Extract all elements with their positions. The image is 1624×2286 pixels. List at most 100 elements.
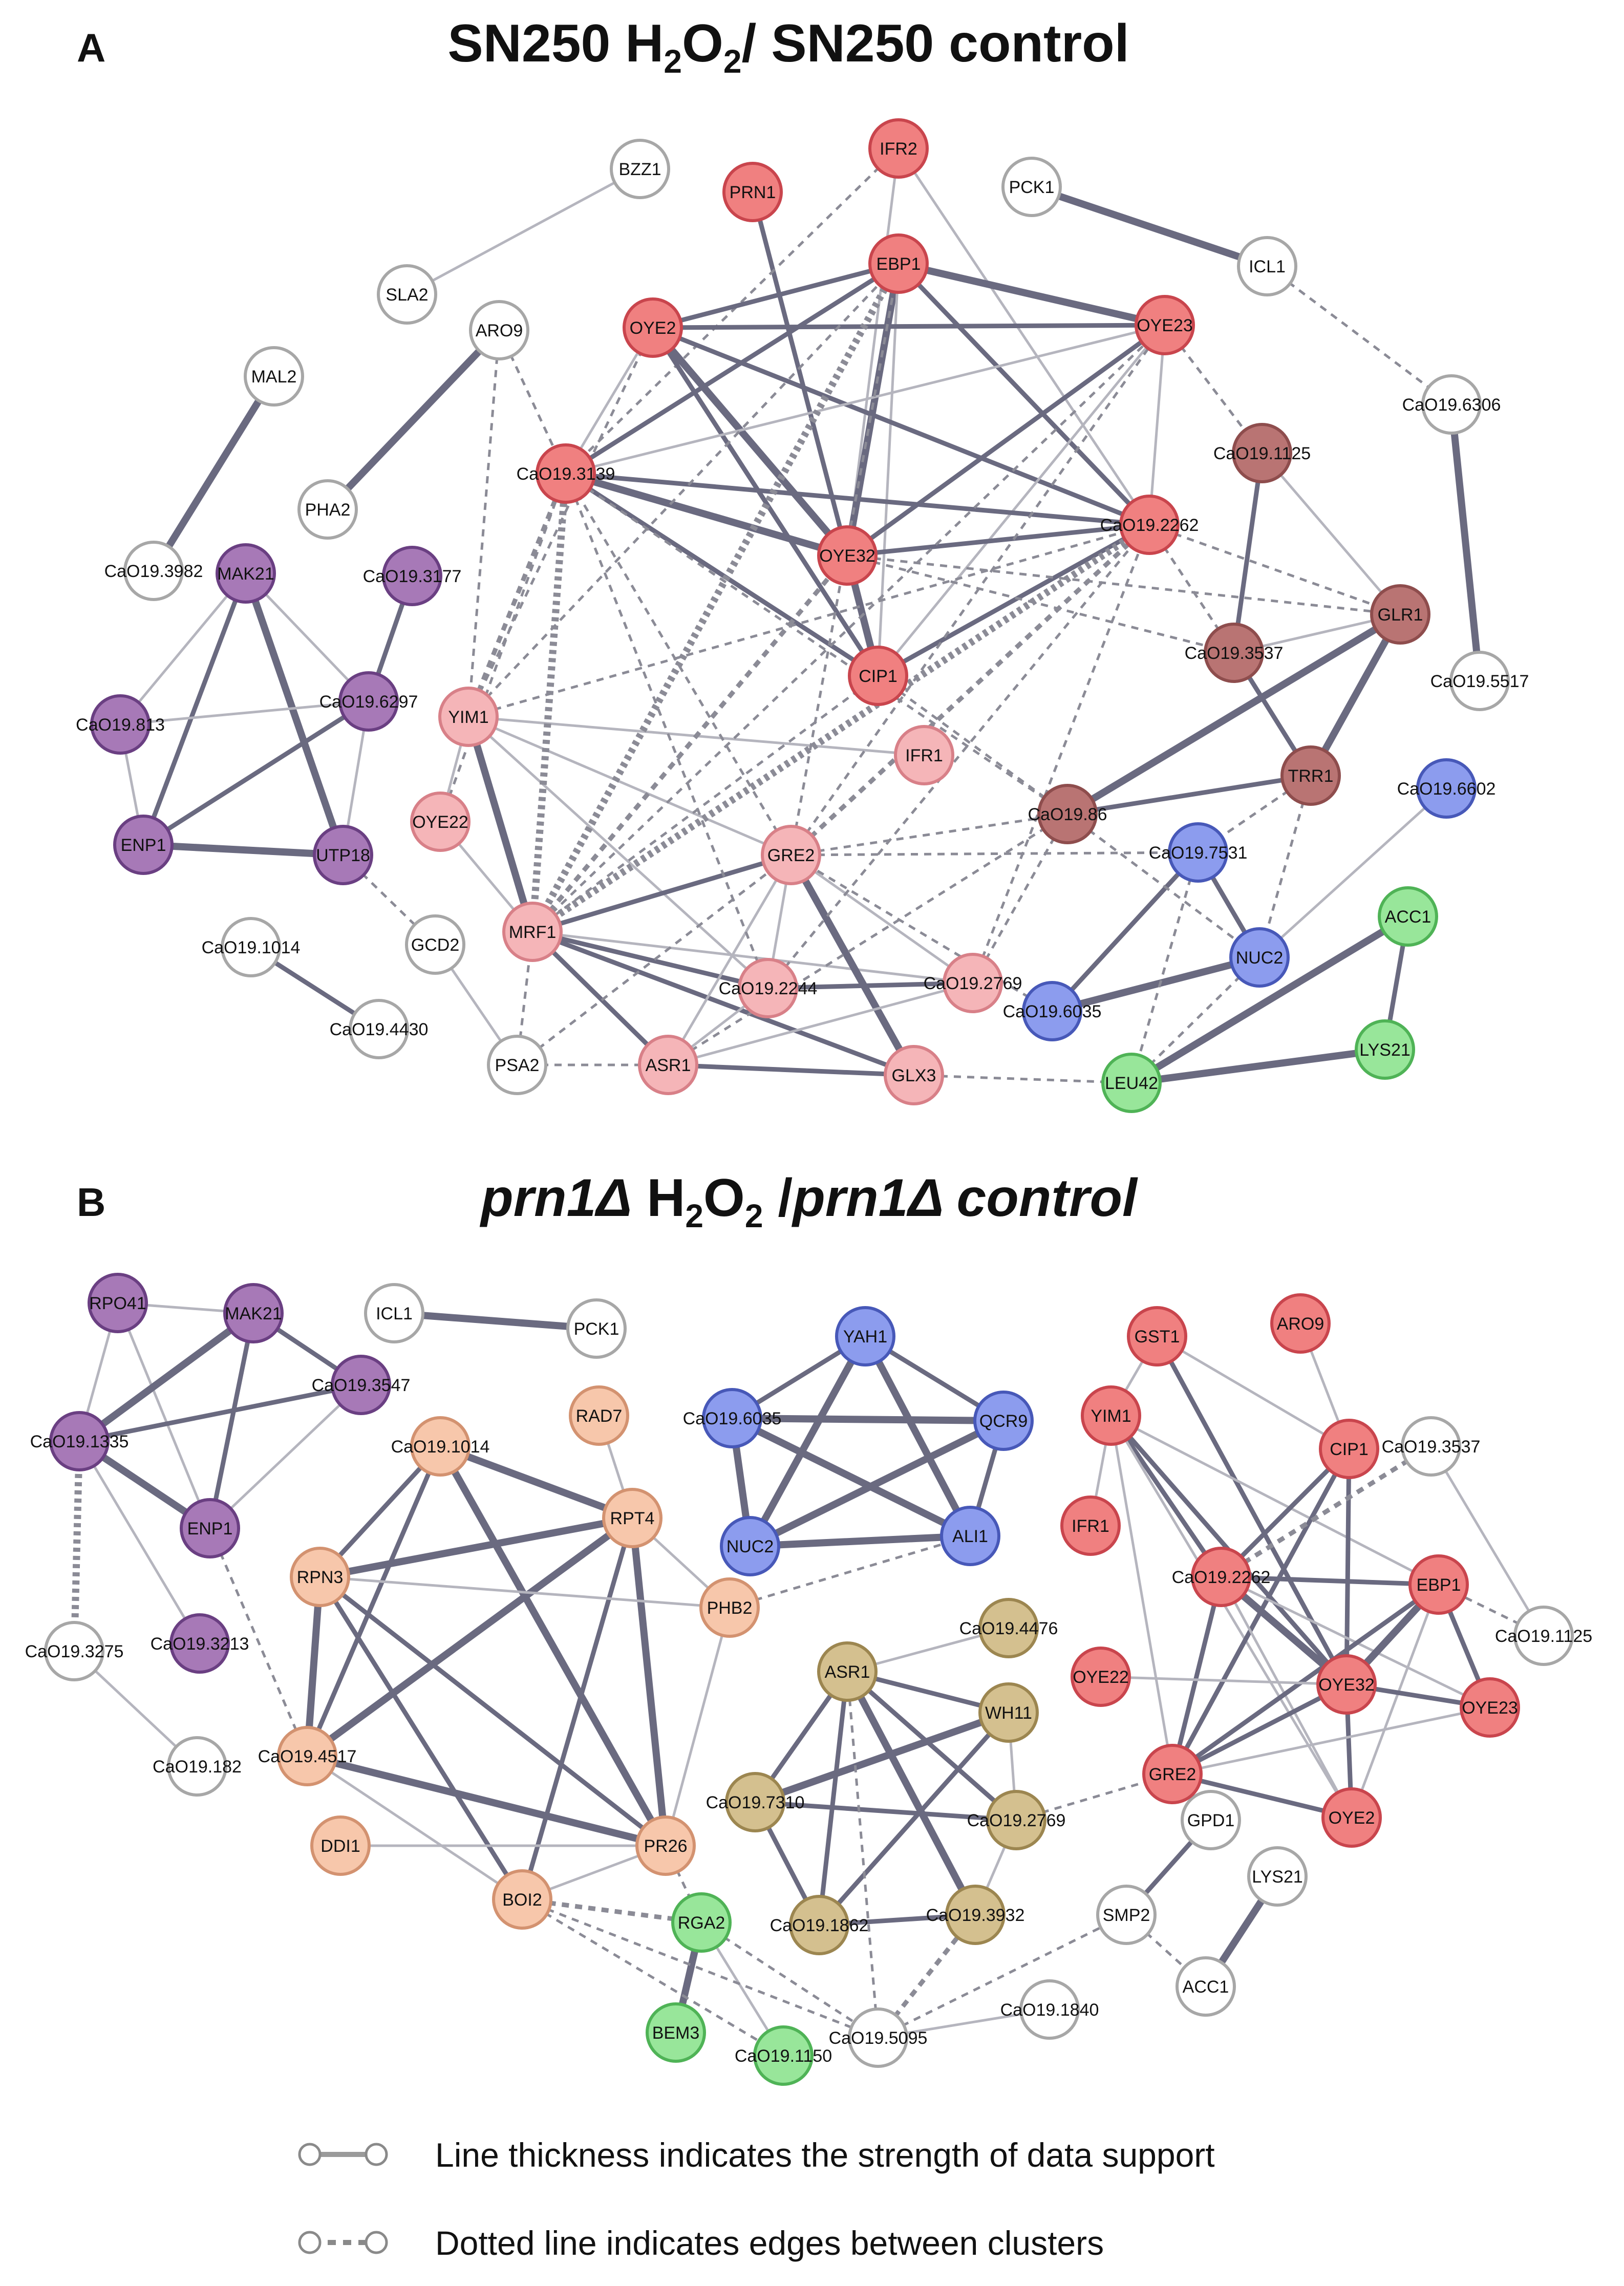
node-aro9[interactable]: ARO9 xyxy=(469,300,529,360)
node-oye2[interactable]: OYE2 xyxy=(1321,1787,1382,1848)
node-mal2[interactable]: MAL2 xyxy=(244,346,304,407)
node-wh11[interactable]: WH11 xyxy=(978,1682,1039,1743)
node-pr26[interactable]: PR26 xyxy=(635,1815,696,1876)
node-boi2[interactable]: BOI2 xyxy=(492,1869,552,1930)
node-ddi1[interactable]: DDI1 xyxy=(310,1815,371,1876)
node-asr1[interactable]: ASR1 xyxy=(638,1035,698,1095)
node-ifr1[interactable]: IFR1 xyxy=(894,725,954,785)
node-sla2[interactable]: SLA2 xyxy=(377,264,437,325)
node-oye32[interactable]: OYE32 xyxy=(1316,1654,1377,1715)
node-cao19-2262[interactable]: CaO19.2262 xyxy=(1100,495,1199,555)
node-cao19-6297[interactable]: CaO19.6297 xyxy=(319,671,418,732)
node-phb2[interactable]: PHB2 xyxy=(699,1577,760,1638)
node-nuc2[interactable]: NUC2 xyxy=(1229,927,1290,988)
node-cao19-7531[interactable]: CaO19.7531 xyxy=(1149,822,1248,883)
node-cao19-5517[interactable]: CaO19.5517 xyxy=(1430,651,1529,711)
node-aro9[interactable]: ARO9 xyxy=(1270,1293,1331,1354)
node-cao19-2262[interactable]: CaO19.2262 xyxy=(1172,1547,1271,1607)
node-yah1[interactable]: YAH1 xyxy=(835,1306,895,1366)
node-glx3[interactable]: GLX3 xyxy=(884,1045,944,1105)
node-ebp1[interactable]: EBP1 xyxy=(868,233,929,294)
node-cao19-6035[interactable]: CaO19.6035 xyxy=(1003,981,1102,1041)
node-cao19-2244[interactable]: CaO19.2244 xyxy=(719,958,818,1018)
node-cao19-6035[interactable]: CaO19.6035 xyxy=(683,1388,782,1448)
node-ebp1[interactable]: EBP1 xyxy=(1408,1554,1469,1615)
node-cao19-3547[interactable]: CaO19.3547 xyxy=(312,1355,411,1415)
node-enp1[interactable]: ENP1 xyxy=(180,1498,240,1558)
node-lys21[interactable]: LYS21 xyxy=(1355,1019,1415,1080)
node-cao19-1150[interactable]: CaO19.1150 xyxy=(735,2025,832,2086)
node-pck1[interactable]: PCK1 xyxy=(1001,157,1062,217)
node-rad7[interactable]: RAD7 xyxy=(569,1385,629,1446)
node-gpd1[interactable]: GPD1 xyxy=(1181,1790,1241,1850)
node-gre2[interactable]: GRE2 xyxy=(761,825,821,885)
node-cao19-1840[interactable]: CaO19.1840 xyxy=(1000,1979,1099,2040)
node-cao19-4430[interactable]: CaO19.4430 xyxy=(330,999,429,1059)
node-mak21[interactable]: MAK21 xyxy=(216,543,276,604)
node-cao19-1335[interactable]: CaO19.1335 xyxy=(30,1411,129,1471)
node-cao19-4517[interactable]: CaO19.4517 xyxy=(258,1726,357,1786)
node-gcd2[interactable]: GCD2 xyxy=(405,914,465,975)
node-cao19-182[interactable]: CaO19.182 xyxy=(153,1736,242,1797)
node-oye32[interactable]: OYE32 xyxy=(817,525,878,586)
node-cao19-7310[interactable]: CaO19.7310 xyxy=(706,1772,805,1832)
node-pck1[interactable]: PCK1 xyxy=(566,1298,627,1359)
node-cao19-2769[interactable]: CaO19.2769 xyxy=(924,953,1022,1013)
node-bzz1[interactable]: BZZ1 xyxy=(610,139,670,199)
node-cao19-3982[interactable]: CaO19.3982 xyxy=(104,541,203,601)
node-oye23[interactable]: OYE23 xyxy=(1460,1677,1520,1738)
node-cao19-86[interactable]: CaO19.86 xyxy=(1028,784,1107,844)
node-cao19-1014[interactable]: CaO19.1014 xyxy=(391,1416,490,1477)
node-ifr1[interactable]: IFR1 xyxy=(1060,1495,1121,1556)
node-cao19-6306[interactable]: CaO19.6306 xyxy=(1402,374,1501,435)
node-mak21[interactable]: MAK21 xyxy=(223,1283,284,1343)
node-icl1[interactable]: ICL1 xyxy=(364,1283,424,1343)
node-cao19-3139[interactable]: CaO19.3139 xyxy=(517,443,615,504)
node-glr1[interactable]: GLR1 xyxy=(1370,584,1430,645)
node-cao19-3537[interactable]: CaO19.3537 xyxy=(1382,1416,1481,1477)
node-cao19-1014[interactable]: CaO19.1014 xyxy=(202,917,301,977)
node-ali1[interactable]: ALI1 xyxy=(940,1506,1000,1566)
node-cao19-3275[interactable]: CaO19.3275 xyxy=(25,1621,124,1681)
node-ifr2[interactable]: IFR2 xyxy=(868,118,929,179)
node-enp1[interactable]: ENP1 xyxy=(113,815,174,875)
node-cao19-813[interactable]: CaO19.813 xyxy=(76,694,165,755)
node-rpo41[interactable]: RPO41 xyxy=(88,1273,148,1333)
node-oye22[interactable]: OYE22 xyxy=(1071,1647,1131,1707)
node-asr1[interactable]: ASR1 xyxy=(817,1641,878,1702)
node-gre2[interactable]: GRE2 xyxy=(1142,1744,1203,1804)
node-oye2[interactable]: OYE2 xyxy=(623,297,683,358)
node-nuc2[interactable]: NUC2 xyxy=(720,1516,780,1576)
node-cao19-3932[interactable]: CaO19.3932 xyxy=(926,1885,1025,1945)
node-utp18[interactable]: UTP18 xyxy=(313,825,373,885)
node-trr1[interactable]: TRR1 xyxy=(1280,745,1341,806)
node-oye22[interactable]: OYE22 xyxy=(410,792,471,852)
node-lys21[interactable]: LYS21 xyxy=(1247,1846,1308,1907)
node-cao19-1125[interactable]: CaO19.1125 xyxy=(1495,1606,1592,1666)
node-acc1[interactable]: ACC1 xyxy=(1176,1956,1236,2017)
node-mrf1[interactable]: MRF1 xyxy=(502,902,563,962)
node-rpn3[interactable]: RPN3 xyxy=(290,1547,350,1607)
node-cao19-1862[interactable]: CaO19.1862 xyxy=(770,1895,869,1955)
node-rga2[interactable]: RGA2 xyxy=(671,1892,732,1953)
node-oye23[interactable]: OYE23 xyxy=(1135,295,1195,355)
node-acc1[interactable]: ACC1 xyxy=(1378,886,1438,947)
node-cao19-3213[interactable]: CaO19.3213 xyxy=(151,1613,249,1674)
node-cip1[interactable]: CIP1 xyxy=(848,646,908,706)
node-yim1[interactable]: YIM1 xyxy=(1081,1385,1141,1446)
node-yim1[interactable]: YIM1 xyxy=(438,687,499,747)
node-cao19-2769[interactable]: CaO19.2769 xyxy=(967,1790,1066,1850)
node-cao19-5095[interactable]: CaO19.5095 xyxy=(829,2007,928,2068)
node-pha2[interactable]: PHA2 xyxy=(297,479,358,540)
node-qcr9[interactable]: QCR9 xyxy=(973,1391,1034,1451)
node-rpt4[interactable]: RPT4 xyxy=(602,1488,663,1548)
node-smp2[interactable]: SMP2 xyxy=(1096,1885,1157,1945)
node-cao19-6602[interactable]: CaO19.6602 xyxy=(1397,758,1496,819)
node-cao19-3177[interactable]: CaO19.3177 xyxy=(363,546,462,606)
node-cao19-1125[interactable]: CaO19.1125 xyxy=(1213,423,1311,483)
node-icl1[interactable]: ICL1 xyxy=(1237,236,1297,296)
node-cip1[interactable]: CIP1 xyxy=(1319,1419,1379,1479)
node-cao19-4476[interactable]: CaO19.4476 xyxy=(959,1598,1058,1658)
node-psa2[interactable]: PSA2 xyxy=(487,1035,547,1095)
node-gst1[interactable]: GST1 xyxy=(1127,1306,1187,1366)
